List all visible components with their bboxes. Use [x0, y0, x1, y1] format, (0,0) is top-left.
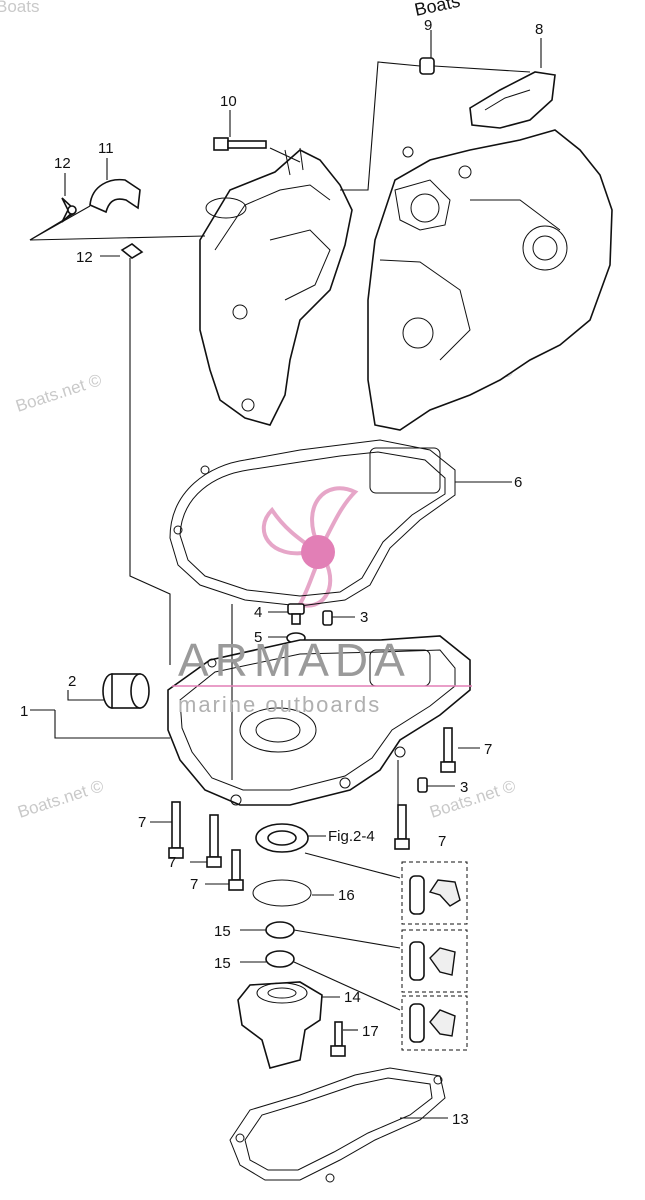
- callout-2: 2: [68, 673, 76, 690]
- part-17-bolt: [330, 1021, 346, 1057]
- callout-15-lower: 15: [214, 955, 231, 972]
- callout-10: 10: [220, 93, 237, 110]
- upper-housing-left: [199, 147, 353, 426]
- part-12-clip-lower: [120, 243, 144, 259]
- callout-8: 8: [535, 21, 543, 38]
- part-7-bolt-e: [440, 727, 456, 773]
- watermark-4: Boats.net ©: [427, 776, 518, 822]
- part-10-bolt: [213, 137, 267, 151]
- callout-9: 9: [424, 17, 432, 34]
- callout-7-left-b: 7: [168, 854, 176, 871]
- part-3-dowel-lower: [417, 777, 428, 793]
- logo-hub: [301, 535, 335, 569]
- detail-box-3: [401, 995, 468, 1051]
- watermark-3: Boats.net ©: [15, 776, 106, 822]
- callout-12-upper: 12: [54, 155, 71, 172]
- part-2-sleeve: [102, 673, 150, 709]
- callout-17: 17: [362, 1023, 379, 1040]
- detail-box-1: [401, 861, 468, 925]
- upper-housing-right: [367, 129, 613, 431]
- part-16-oring: [252, 879, 312, 907]
- part-6-gasket: [169, 439, 456, 607]
- watermark-1: Boats.net ©: [13, 370, 104, 416]
- brand-name: ARMADA: [178, 634, 411, 686]
- part-9-cap: [419, 57, 435, 75]
- callout-13: 13: [452, 1111, 469, 1128]
- armada-logo: [261, 486, 359, 608]
- fig-2-4-seal: [255, 823, 309, 853]
- callout-11: 11: [98, 140, 114, 157]
- callout-7-right: 7: [484, 741, 492, 758]
- callout-4: 4: [254, 604, 262, 621]
- callout-5: 5: [254, 629, 262, 646]
- part-14-seal-housing: [237, 981, 323, 1069]
- part-7-bolt-c: [228, 849, 244, 891]
- part-7-bolt-b: [206, 814, 222, 868]
- part-15-seal-upper: [265, 921, 295, 939]
- part-15-seal-lower: [265, 950, 295, 968]
- callout-7-left-c: 7: [190, 876, 198, 893]
- callout-14: 14: [344, 989, 361, 1006]
- watermark-top-cut: Boats: [413, 0, 462, 20]
- callout-1: 1: [20, 703, 28, 720]
- brand-tagline: marine outboards: [178, 692, 381, 717]
- detail-box-2: [401, 929, 468, 993]
- callout-3-lower: 3: [460, 779, 468, 796]
- part-8-bracket: [469, 71, 556, 129]
- callout-15-upper: 15: [214, 923, 231, 940]
- watermark-top-left: Boats: [0, 0, 39, 16]
- part-7-bolt-a: [168, 801, 184, 859]
- part-13-gasket: [229, 1067, 446, 1183]
- callout-7-left-a: 7: [138, 814, 146, 831]
- callout-6: 6: [514, 474, 522, 491]
- part-4-plug: [287, 603, 305, 625]
- part-1-lower-housing: [167, 635, 471, 806]
- callout-fig-2-4: Fig.2-4: [328, 828, 375, 845]
- part-11-hose: [89, 178, 141, 214]
- callout-7-center: 7: [438, 833, 446, 850]
- part-3-dowel-upper: [322, 610, 333, 626]
- part-7-bolt-d: [394, 804, 410, 850]
- callout-12-lower: 12: [76, 249, 93, 266]
- leader-lines: [29, 30, 542, 1119]
- callout-3-upper: 3: [360, 609, 368, 626]
- part-12-clip-upper: [61, 197, 77, 223]
- callout-16: 16: [338, 887, 355, 904]
